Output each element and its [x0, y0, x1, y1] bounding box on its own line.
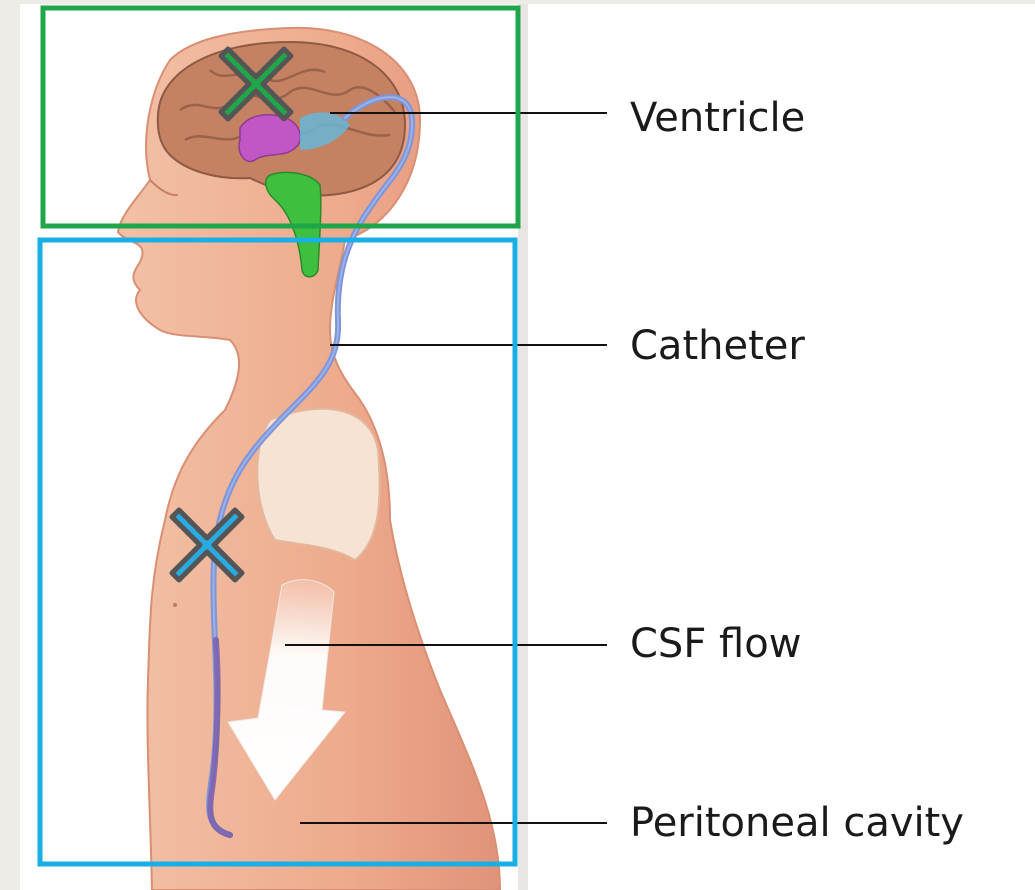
label-catheter: Catheter	[630, 326, 805, 366]
shoulder-region	[257, 409, 379, 560]
label-csf-flow: CSF flow	[630, 624, 801, 664]
label-peritoneal-cavity: Peritoneal cavity	[630, 803, 964, 843]
label-ventricle: Ventricle	[630, 98, 805, 138]
chest-detail	[173, 603, 177, 607]
